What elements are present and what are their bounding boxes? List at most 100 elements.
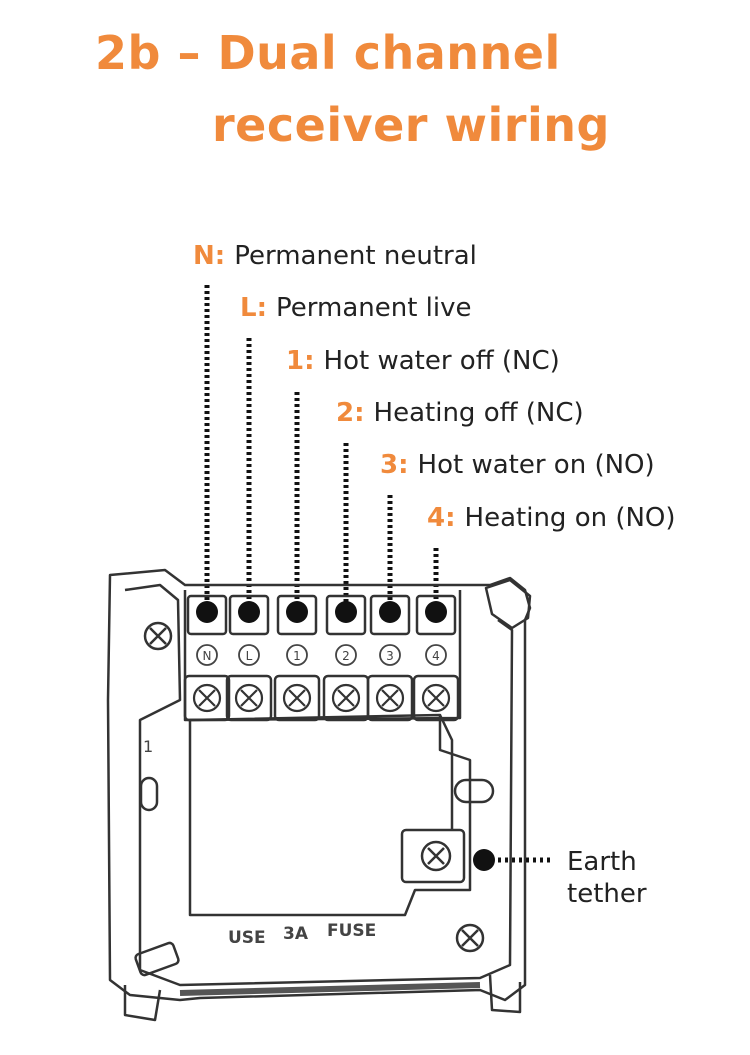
- terminal-desc: Heating on (NO): [465, 503, 676, 533]
- terminal-sep: :: [215, 241, 234, 271]
- terminal-label-6: 4: Heating on (NO): [427, 503, 676, 533]
- terminal-markers: N L 1 2 3 4: [196, 644, 447, 666]
- earth-rail: [438, 714, 454, 830]
- title-line-1: 2b – Dual channel: [95, 26, 561, 80]
- terminal-sep: :: [445, 503, 464, 533]
- terminal-marker-2: L: [246, 649, 253, 663]
- terminal-screw-cross: [427, 689, 445, 707]
- terminal-code: 1: [286, 346, 304, 376]
- terminal-slot-3: [276, 594, 318, 636]
- terminal-code: 4: [427, 503, 445, 533]
- side-mark: 1: [143, 737, 153, 756]
- receiver-backplate: [106, 568, 532, 1022]
- terminal-desc: Permanent live: [276, 293, 471, 323]
- terminal-screw-icon: [192, 683, 222, 713]
- terminal-desc: Hot water on (NO): [418, 450, 655, 480]
- terminal-slot-4: [325, 594, 367, 636]
- terminal-marker-5: 3: [386, 649, 394, 663]
- terminal-screw-icon: [375, 683, 405, 713]
- terminal-sep: :: [304, 346, 323, 376]
- diagram-title: 2b – Dual channel receiver wiring: [0, 0, 750, 160]
- terminal-marker-ring: [286, 644, 308, 666]
- terminal-code: 3: [380, 450, 398, 480]
- terminal-screw-box-6: [412, 674, 460, 722]
- backplate-inner-frame: [124, 583, 514, 987]
- earth-tether-dot: [473, 849, 495, 871]
- terminal-marker-3: 1: [293, 649, 301, 663]
- foot-left-tab: [134, 941, 180, 977]
- terminal-screw-cross: [337, 689, 355, 707]
- terminal-dot-4: [335, 601, 357, 623]
- fuse-text-use: USE: [228, 928, 266, 948]
- terminal-screw-cross: [240, 689, 258, 707]
- terminal-slot-1: [186, 594, 228, 636]
- terminal-label-4: 2: Heating off (NC): [336, 398, 584, 428]
- terminal-marker-ring: [379, 644, 401, 666]
- mount-screw-right-icon: [455, 923, 485, 953]
- side-slot: [139, 776, 159, 812]
- terminal-block-frame: [183, 590, 462, 722]
- fuse-window: [188, 713, 472, 917]
- terminal-marker-1: N: [203, 649, 212, 663]
- bottom-rail: [179, 982, 481, 996]
- earth-label-line-1: Earth: [567, 847, 637, 877]
- fuse-text-rating: 3A: [283, 924, 309, 944]
- terminal-screw-cross: [288, 689, 306, 707]
- mount-screw-left-cross: [149, 627, 167, 645]
- right-slot: [453, 778, 495, 804]
- terminal-screw-icon: [282, 683, 312, 713]
- terminal-marker-4: 2: [342, 649, 350, 663]
- terminal-dot-5: [379, 601, 401, 623]
- terminal-slots: [186, 594, 457, 636]
- title-line-2: receiver wiring: [212, 98, 610, 152]
- terminal-screw-icon: [234, 683, 264, 713]
- terminal-desc: Hot water off (NC): [324, 346, 560, 376]
- terminal-marker-ring: [196, 644, 218, 666]
- terminal-screw-box-5: [366, 674, 414, 722]
- right-wing: [484, 578, 532, 630]
- terminal-screw-box-2: [225, 674, 273, 722]
- terminal-screw-box-1: [183, 674, 231, 722]
- foot-right: [488, 974, 522, 1014]
- terminal-marker-ring: [425, 644, 447, 666]
- terminal-screw-cross: [198, 689, 216, 707]
- earth-clamp-block: [400, 828, 466, 884]
- terminal-dot-1: [196, 601, 218, 623]
- terminal-label-5: 3: Hot water on (NO): [380, 450, 655, 480]
- terminal-dot-2: [238, 601, 260, 623]
- terminal-desc: Permanent neutral: [234, 241, 477, 271]
- mount-screw-right-cross: [461, 929, 479, 947]
- terminal-label-2: L: Permanent live: [240, 293, 472, 323]
- terminal-slot-6: [415, 594, 457, 636]
- earth-label-line-2: tether: [567, 879, 647, 909]
- terminal-code: N: [193, 241, 215, 271]
- terminal-marker-ring: [335, 644, 357, 666]
- dotted-leads: [204, 285, 439, 602]
- terminal-label-1: N: Permanent neutral: [193, 241, 477, 271]
- terminal-dots: [196, 601, 447, 623]
- mount-screw-left-icon: [143, 621, 173, 651]
- terminal-desc: Heating off (NC): [374, 398, 584, 428]
- terminal-dot-6: [425, 601, 447, 623]
- fuse-text-fuse: FUSE: [327, 921, 376, 941]
- terminal-screw-cross: [381, 689, 399, 707]
- terminal-sep: :: [354, 398, 373, 428]
- terminal-code: L: [240, 293, 257, 323]
- terminal-slot-2: [228, 594, 270, 636]
- terminal-marker-ring: [238, 644, 260, 666]
- terminal-marker-6: 4: [432, 649, 440, 663]
- earth-clamp-screw-icon: [420, 840, 452, 872]
- backplate-outline: [106, 568, 532, 1002]
- terminal-screw-icon: [331, 683, 361, 713]
- terminal-sep: :: [257, 293, 276, 323]
- terminal-sep: :: [398, 450, 417, 480]
- terminal-slot-5: [369, 594, 411, 636]
- terminal-screws: [183, 674, 460, 722]
- terminal-screw-box-3: [273, 674, 321, 722]
- earth-clamp-screw-cross: [427, 847, 445, 865]
- terminal-label-3: 1: Hot water off (NC): [286, 346, 560, 376]
- terminal-dot-3: [286, 601, 308, 623]
- terminal-code: 2: [336, 398, 354, 428]
